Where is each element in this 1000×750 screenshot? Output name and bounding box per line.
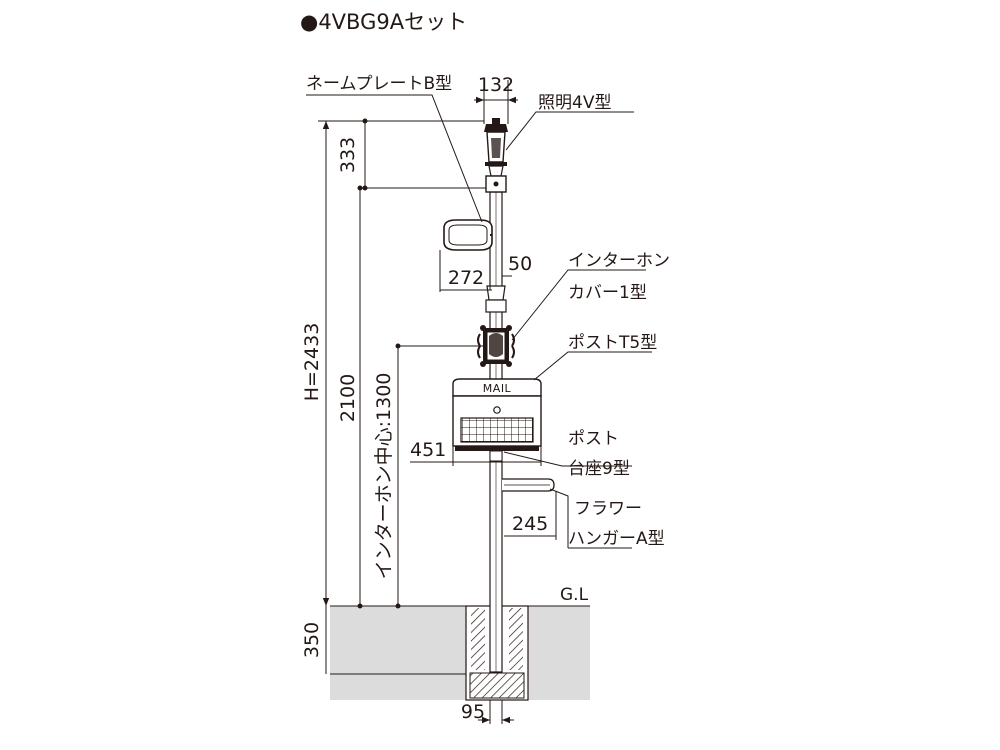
diagram-title: ●4VBG9Aセット <box>300 10 467 34</box>
dim-embed-depth: 350 <box>301 622 323 658</box>
flower-hanger <box>502 478 555 492</box>
flower-hanger-label-line2: ハンガーA型 <box>568 529 665 549</box>
dim-hanger-width: 245 <box>512 513 548 535</box>
nameplate-label: ネームプレートB型 <box>306 74 452 94</box>
dim-nameplate-width: 272 <box>448 267 484 289</box>
dim-intercom-center: インターホン中心:1300 <box>373 373 395 580</box>
post-base-label-line1: ポスト <box>568 429 619 449</box>
dim-pole-width: 50 <box>508 253 532 275</box>
post-label: ポストT5型 <box>568 333 657 353</box>
dim-base-width: 95 <box>461 701 485 723</box>
name-plate <box>443 219 493 251</box>
post-base-label-line2: 台座9型 <box>568 459 630 479</box>
leader-lines <box>306 94 652 549</box>
light-label: 照明4V型 <box>538 93 611 113</box>
mail-label: MAIL <box>483 382 512 395</box>
dim-total-height: H=2433 <box>301 323 323 402</box>
post-base <box>455 446 539 462</box>
dimension-lines <box>318 80 557 724</box>
ground-level-label: G.L <box>560 585 589 605</box>
intercom-cover-label-line2: カバー1型 <box>568 283 647 303</box>
light-fixture <box>484 118 508 193</box>
dim-nameplate-height: 2100 <box>337 374 359 422</box>
dim-light-height: 333 <box>337 137 359 173</box>
intercom-cover <box>477 325 515 367</box>
ground-section <box>330 605 590 701</box>
intercom-cover-label-line1: インターホン <box>568 251 670 271</box>
dim-light-width: 132 <box>478 74 514 96</box>
dim-post-width: 451 <box>410 439 446 461</box>
flower-hanger-label-line1: フラワー <box>574 499 642 519</box>
mail-post <box>452 378 542 447</box>
